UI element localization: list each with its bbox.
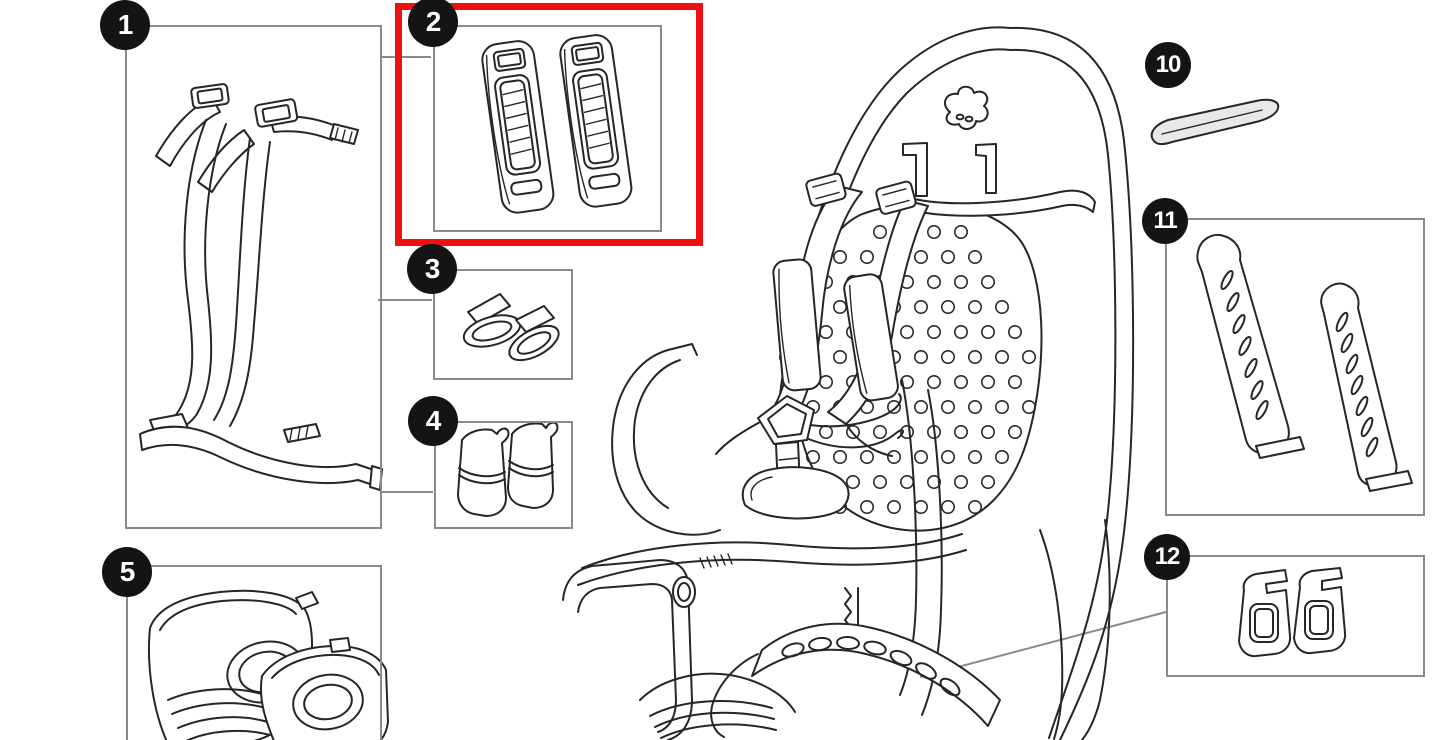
foot-strap-holes <box>781 636 963 698</box>
part-5-footrests-art <box>149 591 388 740</box>
highlight-box-part-2 <box>395 3 703 246</box>
bike-seat-art <box>563 27 1133 740</box>
callout-badge-10[interactable]: 10 <box>1145 42 1191 88</box>
callout-badge-12[interactable]: 12 <box>1144 534 1190 580</box>
callout-badge-2[interactable]: 2 <box>408 0 458 47</box>
molded-label <box>700 554 732 568</box>
part-box-3[interactable] <box>433 269 573 380</box>
part-box-4[interactable] <box>434 421 573 529</box>
callout-badge-4[interactable]: 4 <box>408 396 458 446</box>
part-box-12[interactable] <box>1166 555 1425 677</box>
part-10-strip-art <box>1152 100 1279 144</box>
part-4-shoulder-pads-art <box>458 423 558 516</box>
callout-badge-1[interactable]: 1 <box>100 0 150 50</box>
part-2-ratchet-strap-art <box>480 33 633 215</box>
part-box-1[interactable] <box>125 25 382 529</box>
brand-flame-logo <box>945 87 988 129</box>
callout-badge-3[interactable]: 3 <box>407 244 457 294</box>
part-1-harness-assembly-art <box>140 84 382 490</box>
callout-badge-11[interactable]: 11 <box>1142 198 1188 244</box>
part-12-hooks-art <box>1239 568 1345 656</box>
part-box-5[interactable] <box>126 565 382 740</box>
callout-badge-5[interactable]: 5 <box>102 547 152 597</box>
part-3-clips-art <box>460 294 564 367</box>
part-11-straps-art <box>1197 235 1412 491</box>
part-box-2[interactable] <box>433 25 662 232</box>
part-box-11[interactable] <box>1165 218 1425 516</box>
